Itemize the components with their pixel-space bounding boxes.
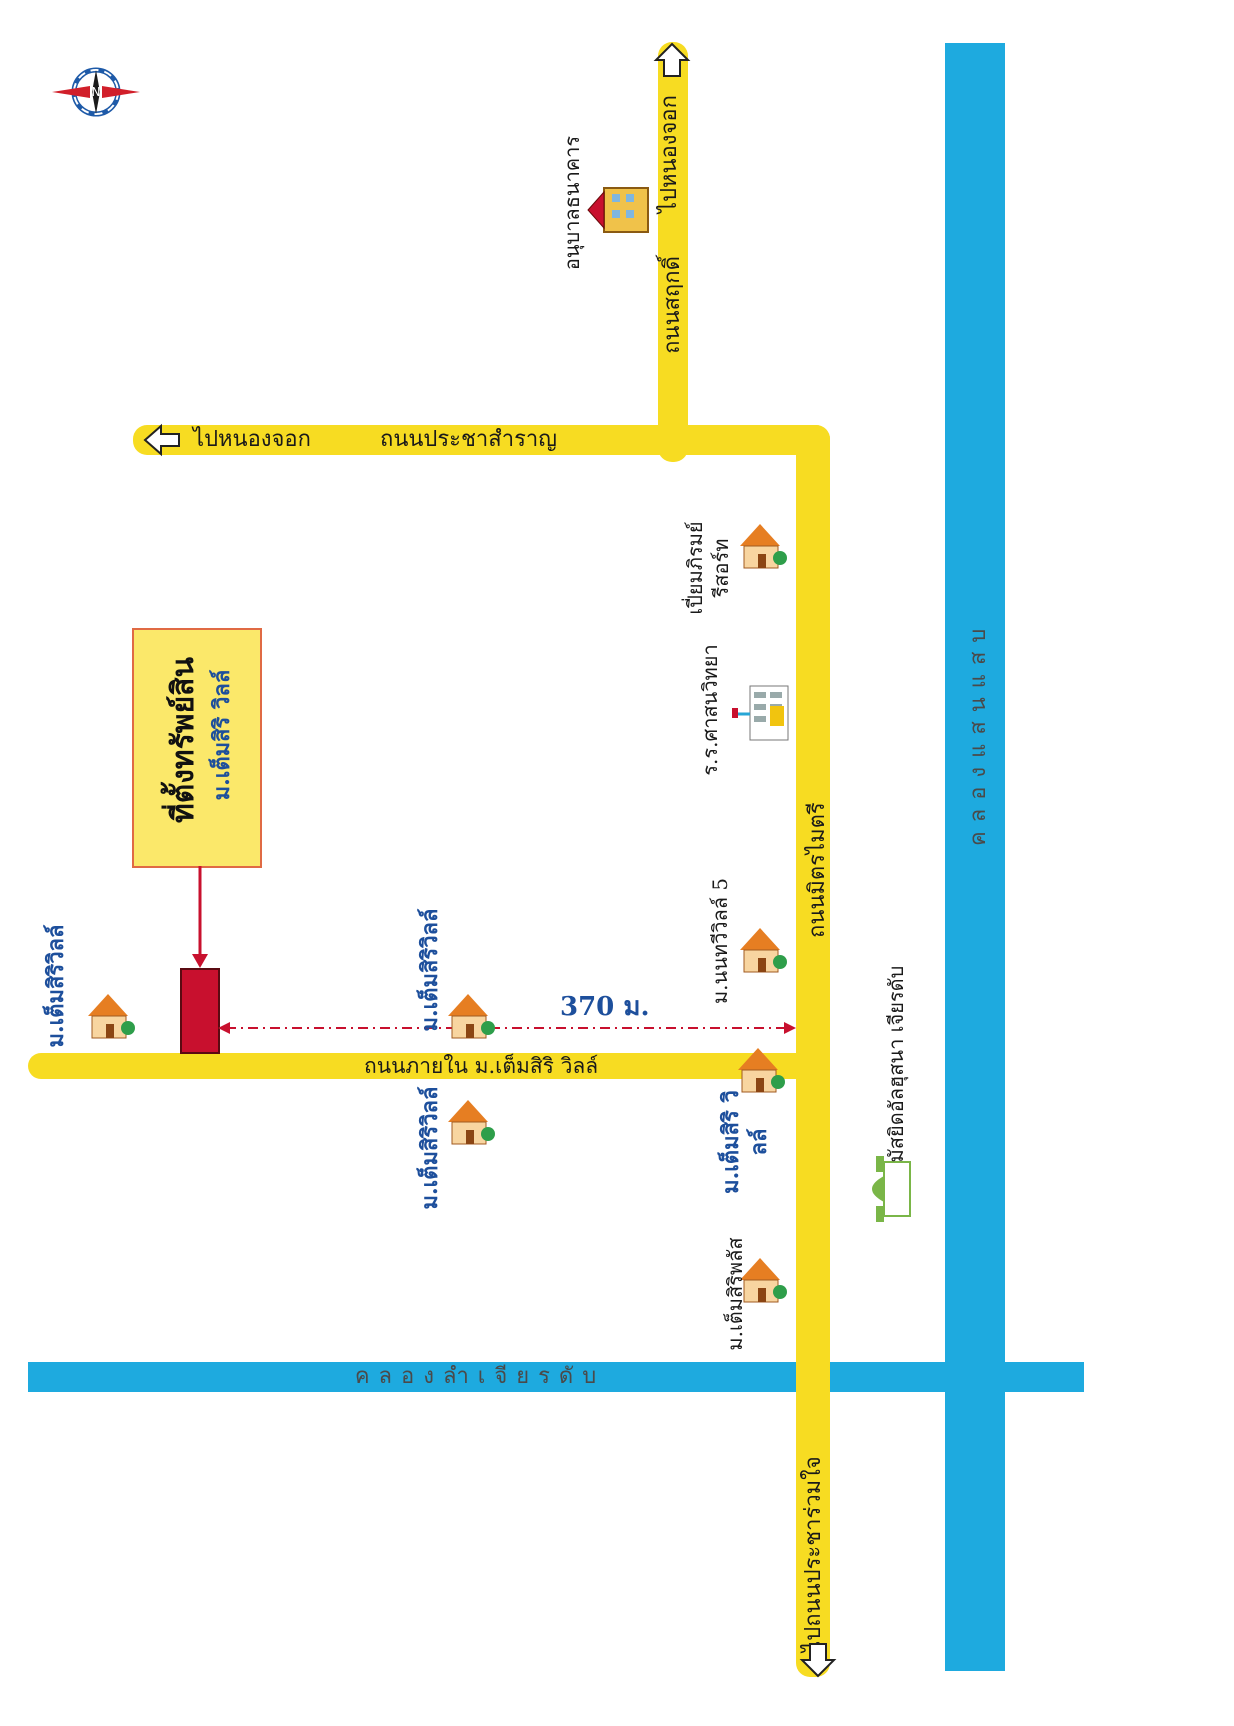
svg-text:N: N <box>92 85 101 99</box>
house-icon <box>444 986 496 1044</box>
landmark-village-temsiri-main: ม.เต็มสิริ วิลล์ <box>718 1090 772 1194</box>
mosque-icon <box>854 1152 916 1226</box>
canal-label-saen-saep: คลองแสนแสบ <box>966 619 991 846</box>
distance-label: 370 ม. <box>560 992 650 1022</box>
property-location-box: ที่ตั้งทรัพย์สิน ม.เต็มสิริ วิลล์ <box>132 628 262 868</box>
road-label-prachasamran: ถนนประชาสำราญ <box>380 427 557 452</box>
house-icon <box>736 1250 788 1308</box>
landmark-village-temsiri-mid-lower: ม.เต็มสิริวิลล์ <box>417 1086 443 1210</box>
property-box-title: ที่ตั้งทรัพย์สิน <box>166 657 201 823</box>
landmark-school: ร.ร.ศาสนวิทยา <box>698 644 722 776</box>
road-inner <box>28 1053 828 1079</box>
road-mitmaitri <box>796 425 830 1677</box>
road-prachasamran <box>133 425 830 455</box>
direction-bottom: ไปถนนประชาร่วมใจ <box>796 1440 840 1690</box>
direction-top-left: ไปหนองจอก <box>133 420 353 460</box>
canal-saen-saep <box>945 43 1005 1671</box>
property-marker <box>180 968 220 1054</box>
direction-top-right: ไปหนองจอก <box>650 40 694 260</box>
pointer-arrow <box>192 866 208 968</box>
turn-arrow-icon <box>799 1643 837 1678</box>
distance-line <box>218 1022 796 1034</box>
house-icon <box>736 516 788 574</box>
canal-lam-chiak <box>28 1362 1084 1392</box>
building-icon <box>586 178 650 234</box>
road-satukit <box>658 42 688 462</box>
house-icon <box>736 920 788 978</box>
landmark-village-temsiri-plus: ม.เต็มสิริพลัส <box>723 1237 747 1351</box>
compass-icon: N <box>50 62 142 122</box>
landmark-village-nanthawilla: ม.นนทวีวิลล์ 5 <box>708 877 732 1004</box>
landmark-village-temsiri-mid-upper: ม.เต็มสิริวิลล์ <box>417 908 443 1032</box>
landmark-village-temsiri-top: ม.เต็มสิริวิลล์ <box>43 924 69 1048</box>
landmark-hospital: อนุบาลธนาคาร <box>560 135 584 271</box>
road-label-mitmaitri: ถนนมิตรไมตรี <box>805 802 830 938</box>
turn-arrow-icon <box>143 423 180 457</box>
house-icon <box>734 1040 786 1098</box>
canal-label-lam-chiak: คลองลำเจียรดับ <box>354 1364 606 1389</box>
house-icon <box>444 1092 496 1150</box>
school-icon <box>730 680 792 744</box>
landmark-resort: เปี่ยมภิรมย์ รีสอร์ท <box>683 521 733 615</box>
landmark-mosque: มัสยิดอัลฮุสนา เจียรดับ <box>884 965 908 1163</box>
turn-arrow-icon <box>653 42 691 77</box>
road-label-inner: ถนนภายใน ม.เต็มสิริ วิลล์ <box>364 1054 599 1078</box>
property-box-subtitle: ม.เต็มสิริ วิลล์ <box>209 669 235 801</box>
road-label-satukit: ถนนสฤกดิ์ <box>660 256 685 354</box>
house-icon <box>84 986 136 1044</box>
